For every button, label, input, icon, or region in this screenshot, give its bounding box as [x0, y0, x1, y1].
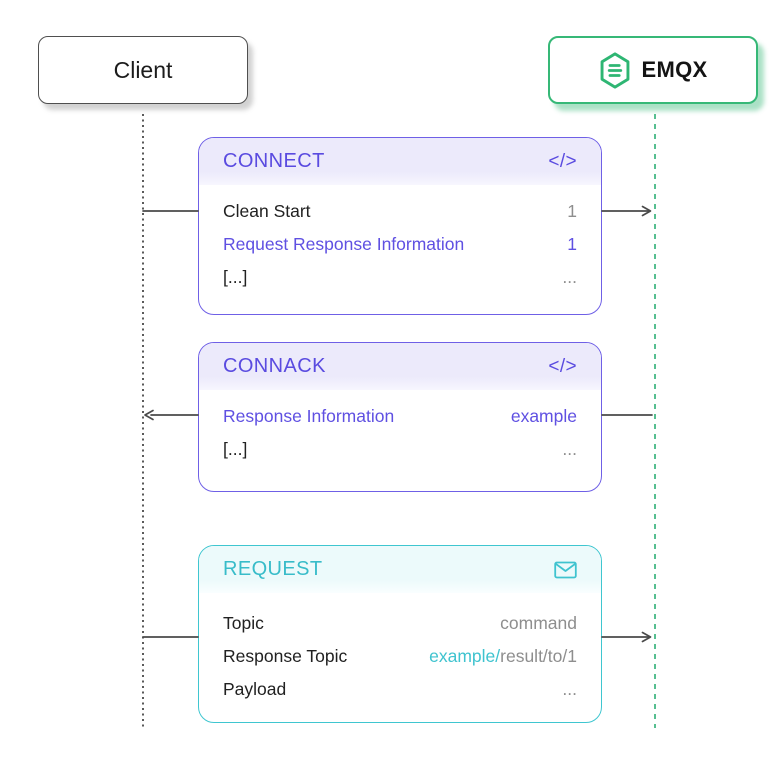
property-value: 1	[567, 234, 577, 254]
property-label: Response Topic	[223, 646, 348, 666]
property-value: 1	[567, 201, 577, 221]
property-row: [...] ...	[223, 261, 577, 294]
connack-right-connector-line	[601, 414, 653, 416]
request-left-connector-line	[142, 636, 199, 638]
property-value: ...	[562, 679, 577, 699]
property-row: Topic command	[223, 607, 577, 640]
connect-card-header: CONNECT </>	[199, 138, 601, 185]
property-label: Clean Start	[223, 201, 311, 221]
request-card-header: REQUEST	[199, 546, 601, 593]
property-row: Payload ...	[223, 673, 577, 706]
property-row: Response Topic example/result/to/1	[223, 640, 577, 673]
request-card-body: Topic command Response Topic example/res…	[199, 593, 601, 716]
request-right-arrow	[601, 631, 652, 643]
property-row: Request Response Information 1	[223, 228, 577, 261]
code-icon: </>	[548, 355, 577, 377]
emqx-actor-box: EMQX	[548, 36, 758, 104]
property-value: ...	[562, 267, 577, 287]
request-message-card: REQUEST Topic command Response Topic exa…	[198, 545, 602, 723]
emqx-hexagon-logo-icon	[599, 51, 631, 89]
property-row: Clean Start 1	[223, 195, 577, 228]
response-topic-suffix: result/to/1	[500, 646, 577, 666]
property-value: command	[500, 613, 577, 633]
client-actor-box: Client	[38, 36, 248, 104]
connect-card-body: Clean Start 1 Request Response Informati…	[199, 185, 601, 304]
response-topic-prefix: example/	[429, 646, 501, 666]
connect-left-connector-line	[142, 210, 199, 212]
connack-title: CONNACK	[223, 355, 326, 377]
property-label: Topic	[223, 613, 264, 633]
connect-right-arrow	[601, 205, 652, 217]
code-icon: </>	[548, 150, 577, 172]
property-label: Request Response Information	[223, 234, 465, 254]
property-value: ...	[562, 439, 577, 459]
property-row: [...] ...	[223, 433, 577, 466]
connect-message-card: CONNECT </> Clean Start 1 Request Respon…	[198, 137, 602, 315]
property-value: example/result/to/1	[429, 646, 577, 667]
client-lifeline	[142, 114, 144, 728]
client-label: Client	[113, 56, 173, 83]
connack-card-body: Response Information example [...] ...	[199, 390, 601, 476]
property-row: Response Information example	[223, 400, 577, 433]
property-label: Payload	[223, 679, 287, 699]
property-label: Response Information	[223, 406, 395, 426]
property-label: [...]	[223, 439, 248, 459]
connack-card-header: CONNACK </>	[199, 343, 601, 390]
emqx-lifeline	[654, 114, 656, 728]
property-label: [...]	[223, 267, 248, 287]
connect-title: CONNECT	[223, 150, 325, 172]
emqx-label: EMQX	[641, 57, 708, 82]
request-title: REQUEST	[223, 558, 323, 580]
connack-left-arrow	[144, 409, 199, 421]
envelope-icon	[554, 561, 577, 579]
connack-message-card: CONNACK </> Response Information example…	[198, 342, 602, 492]
property-value: example	[510, 406, 577, 426]
